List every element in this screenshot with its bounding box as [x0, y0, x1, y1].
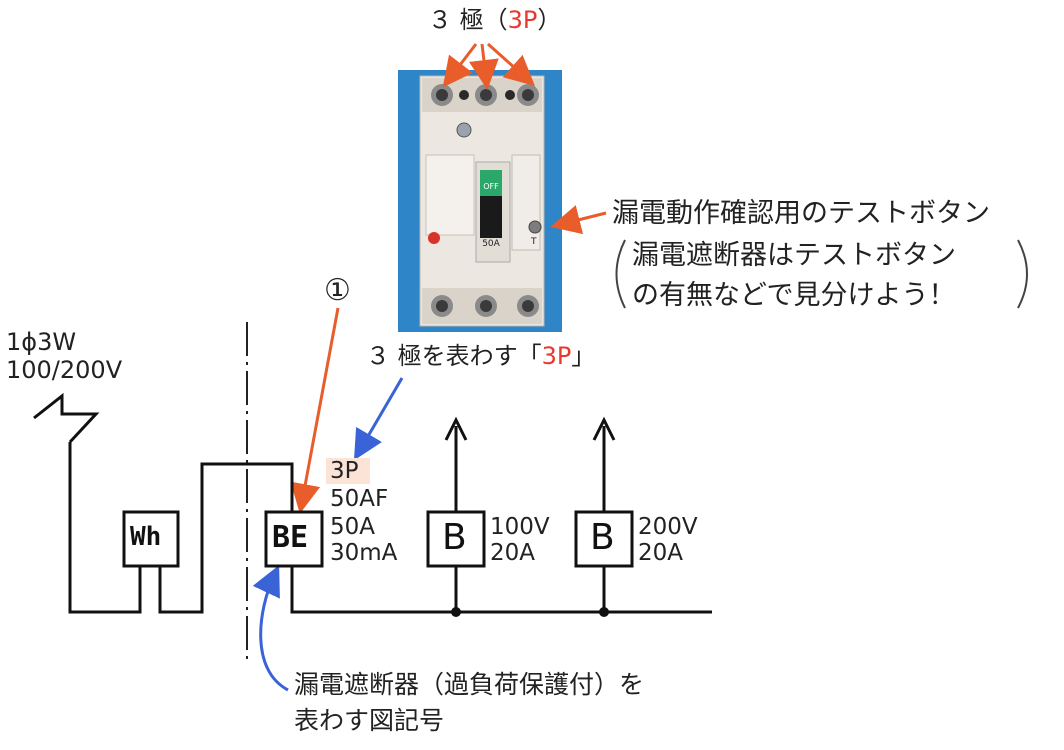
- junction-dot-1: [451, 607, 461, 617]
- branch-2-voltage: 200V: [638, 514, 698, 540]
- photo-rating-text: 50A: [482, 239, 500, 249]
- test-button-note-line3: の有無などで見分けよう！: [632, 280, 956, 311]
- top-pole-emph: 3P: [507, 6, 538, 34]
- circle-one-label: ①: [324, 273, 351, 308]
- junction-dot-2: [599, 607, 609, 617]
- three-pole-note-suffix: 」: [571, 342, 596, 370]
- bottom-note-arrow: [252, 565, 289, 692]
- note-open-paren: [615, 239, 626, 309]
- elcb-box: [264, 510, 324, 568]
- branch-2-up-arrow: [592, 416, 616, 441]
- elcb-sensitivity: 30mA: [330, 540, 398, 566]
- three-pole-note-prefix: ３ 極を表わす「: [366, 342, 542, 370]
- branch-1-box: [426, 510, 486, 568]
- three-pole-note: ３ 極を表わす「3P」: [366, 344, 595, 368]
- test-button-note-line1: 漏電動作確認用のテストボタン: [612, 198, 990, 229]
- bottom-note-line2: 表わす図記号: [294, 706, 445, 735]
- elcb-rating: 50A: [330, 514, 376, 540]
- meter-symbol-text: Wh: [130, 522, 162, 552]
- wiring-lines: [68, 426, 712, 614]
- pole-arrows: [442, 42, 535, 90]
- breaker-photo: OFF 50A T: [398, 70, 562, 332]
- meter-box: [122, 510, 180, 568]
- top-pole-label: ３ 極（3P）: [428, 8, 561, 32]
- elcb-frame: 50AF: [330, 486, 389, 512]
- top-pole-prefix: ３ 極（: [428, 6, 508, 34]
- bottom-note-line1: 漏電遮断器（過負荷保護付）を: [294, 670, 645, 699]
- branch-1-current: 20A: [490, 540, 536, 566]
- supply-label-line2: 100/200V: [6, 356, 123, 384]
- branch-1-up-arrow: [444, 416, 468, 441]
- note-close-paren: [1017, 239, 1028, 309]
- elcb-poles: 3P: [330, 458, 359, 484]
- branch-2-symbol-text: B: [590, 517, 615, 558]
- supply-symbol: [33, 392, 100, 444]
- three-pole-note-arrow: [353, 377, 404, 461]
- test-button-arrow: [550, 205, 607, 235]
- three-pole-note-emph: 3P: [541, 342, 572, 370]
- branch-2-current: 20A: [638, 540, 684, 566]
- supply-label-line1: 1ϕ3W: [6, 328, 77, 356]
- elcb-symbol-text: BE: [272, 520, 309, 555]
- top-pole-suffix: ）: [537, 6, 562, 34]
- three-pole-highlight: [326, 458, 370, 484]
- branch-2-box: [574, 510, 634, 568]
- test-marker-text: T: [530, 237, 537, 247]
- circle-one-arrow: [290, 307, 340, 514]
- switch-state-text: OFF: [483, 182, 499, 191]
- branch-1-symbol-text: B: [442, 517, 467, 558]
- branch-1-voltage: 100V: [490, 514, 550, 540]
- test-button-note-line2: 漏電遮断器はテストボタン: [632, 240, 956, 271]
